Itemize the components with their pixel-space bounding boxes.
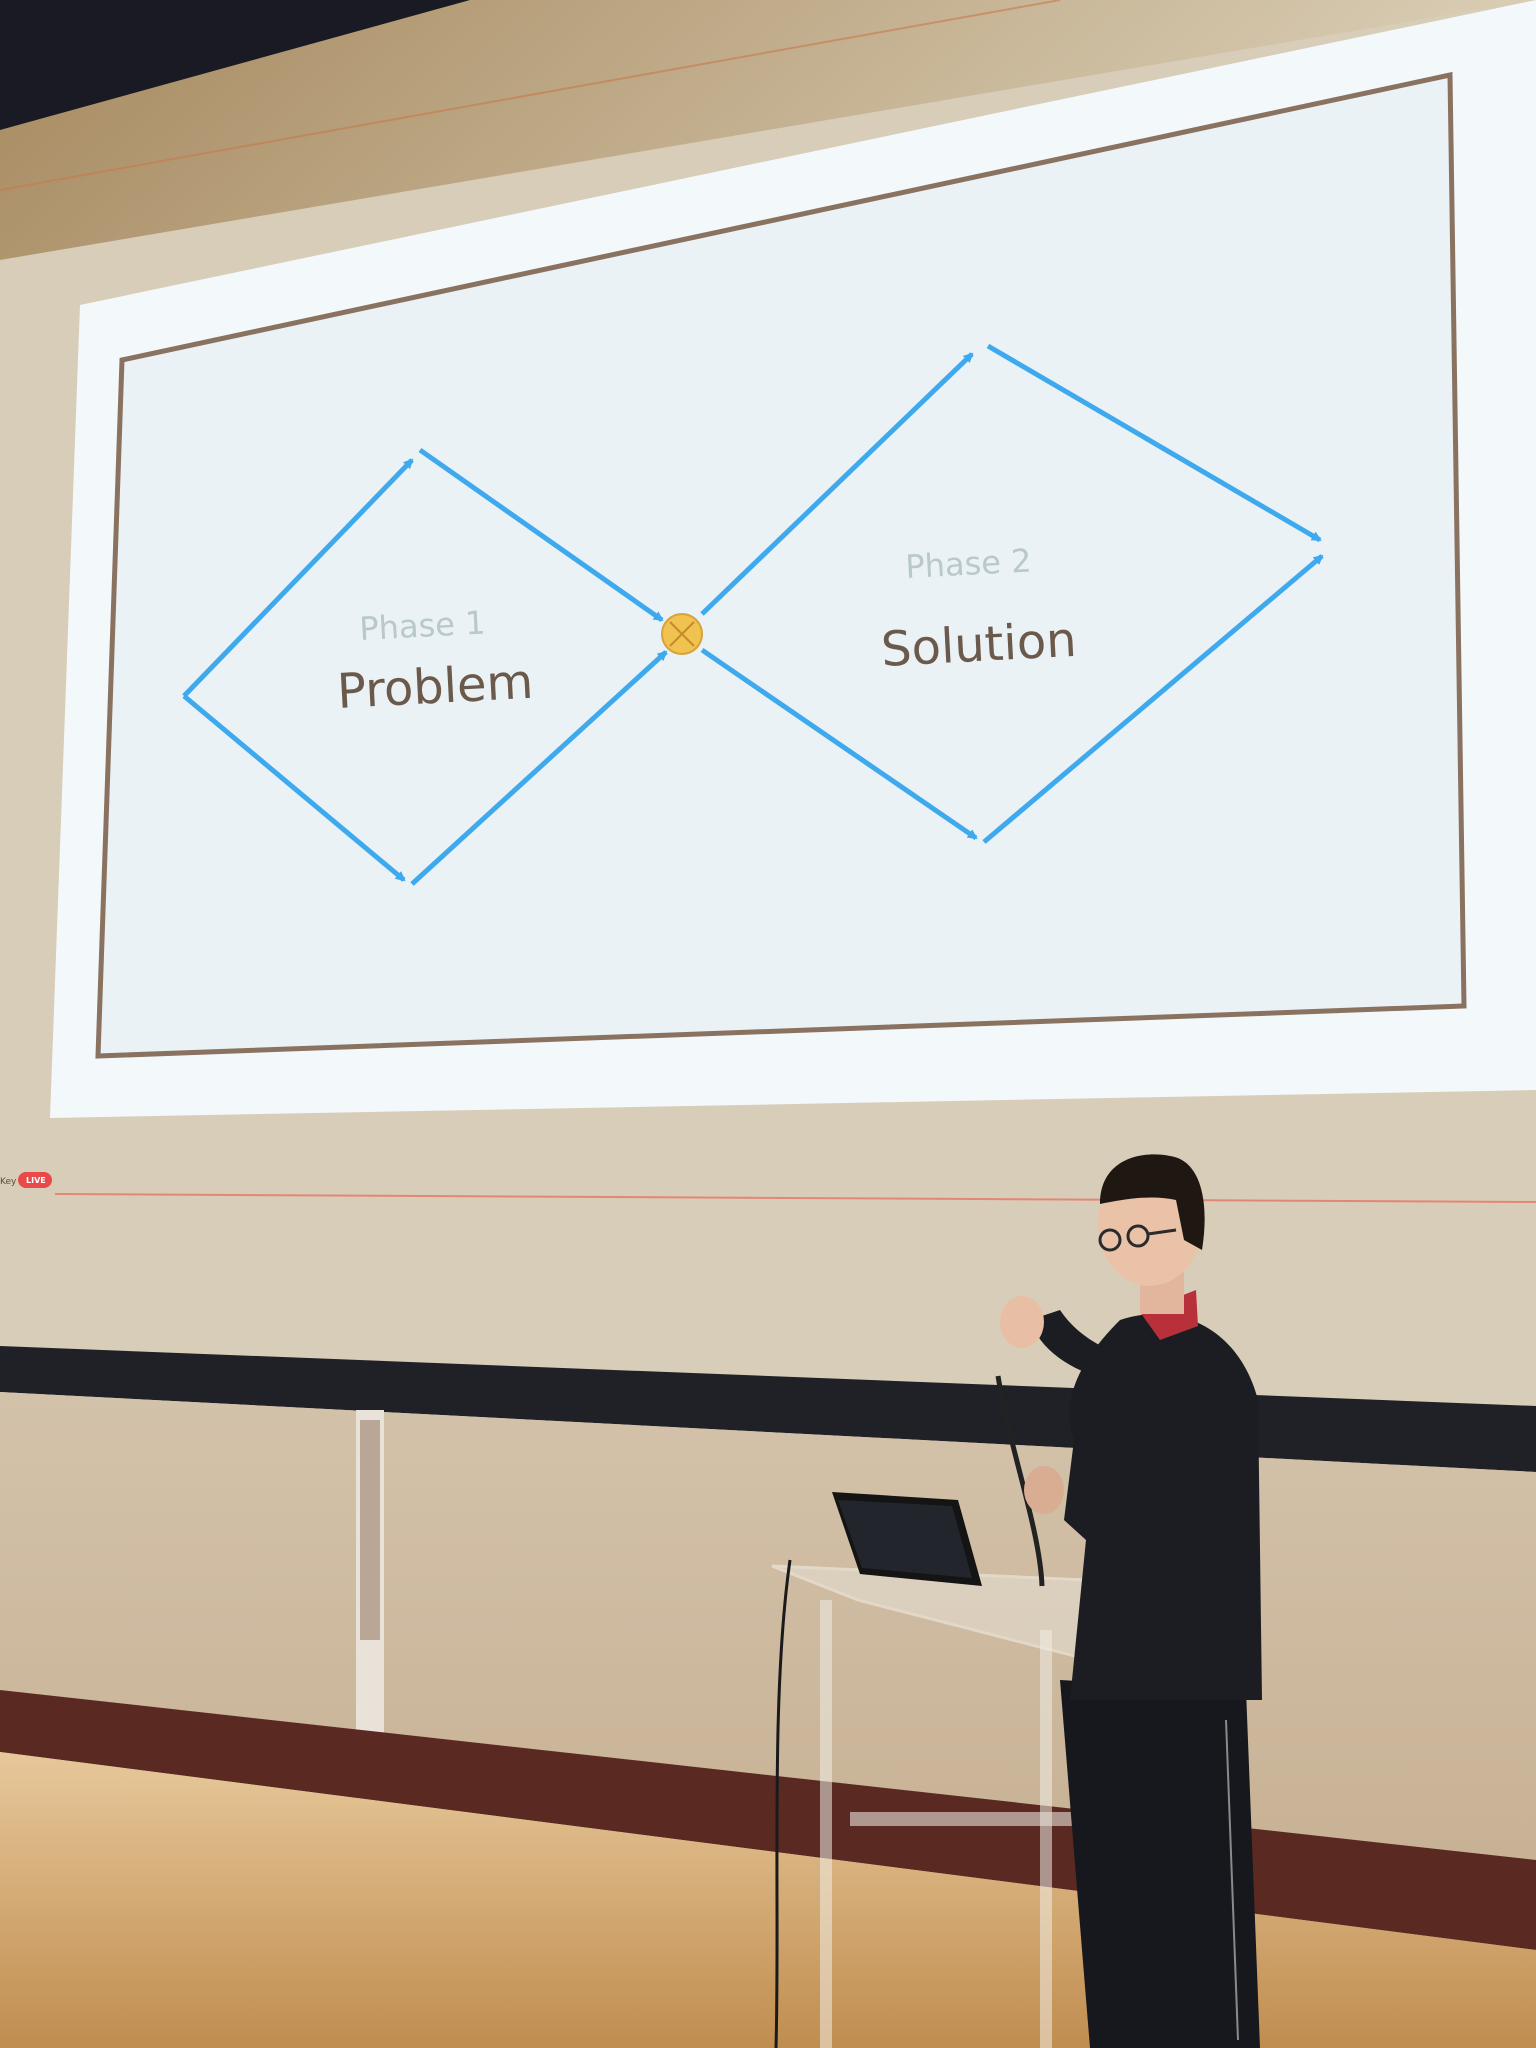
key-label: Key: [0, 1177, 17, 1187]
ceiling: [0, 0, 470, 130]
arrow-p2-down: [700, 647, 978, 841]
arrow-p1-top-right: [418, 447, 664, 623]
phase1-label: Phase 1: [358, 603, 486, 648]
double-diamond-diagram: [182, 343, 1324, 886]
arrow-p2-bottom-right: [982, 554, 1324, 844]
microphone: [995, 1375, 1045, 1587]
arrow-p2-top-right: [986, 343, 1322, 543]
arrow-p1-down: [182, 694, 406, 882]
overlay-line: [54, 1193, 1536, 1203]
stream-overlay: Key LIVE: [0, 1172, 1536, 1203]
slide-frame: [95, 71, 1467, 1059]
arrow-p1-up: [182, 458, 414, 698]
ceiling-edge: [0, 0, 1061, 191]
live-badge-text: LIVE: [26, 1176, 46, 1185]
phase2-label: Phase 2: [904, 541, 1032, 586]
laptop: [832, 1492, 982, 1586]
speaker: [1000, 1154, 1262, 2048]
live-badge: [18, 1172, 52, 1188]
phase2-title: Solution: [880, 612, 1078, 678]
midpoint-marker: [661, 613, 703, 655]
arrow-p2-up: [700, 352, 974, 616]
arrow-p1-bottom-right: [410, 650, 668, 886]
phase1-title: Problem: [336, 654, 535, 720]
